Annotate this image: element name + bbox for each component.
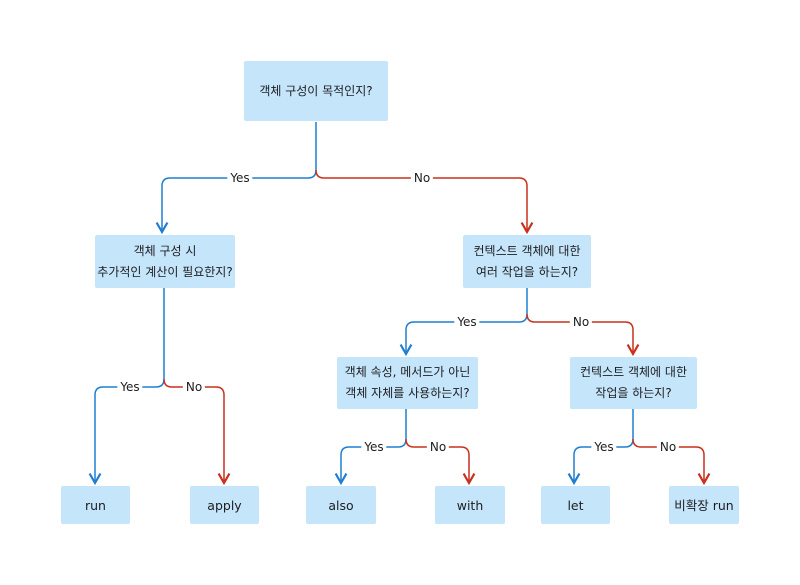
node-q-object-itself: 객체 속성, 메서드가 아닌 객체 자체를 사용하는지?	[337, 357, 478, 409]
edge-label-context-work-no: No	[656, 440, 680, 454]
node-q-compute: 객체 구성 시 추가적인 계산이 필요한지?	[95, 235, 235, 288]
edge-context-multi-no	[526, 313, 640, 357]
edge-label-root-no: No	[410, 171, 434, 185]
edge-root-no	[315, 169, 534, 235]
edge-label-compute-no: No	[182, 380, 206, 394]
node-q-context-multi-line-1: 컨텍스트 객체에 대한	[473, 243, 581, 258]
node-q-context-multi: 컨텍스트 객체에 대한 여러 작업을 하는지?	[463, 235, 591, 288]
edge-label-compute-yes: Yes	[117, 380, 143, 394]
edge-compute-no	[163, 378, 231, 486]
edge-label-context-multi-yes: Yes	[454, 315, 480, 329]
leaf-run-label: run	[85, 497, 106, 513]
node-root: 객체 구성이 목적인지?	[244, 61, 388, 121]
edge-object-itself-no	[405, 438, 476, 486]
node-q-compute-line-2: 추가적인 계산이 필요한지?	[97, 264, 233, 279]
leaf-with: with	[435, 486, 505, 524]
leaf-with-label: with	[456, 497, 484, 513]
leaf-also-label: also	[328, 497, 354, 513]
edge-label-context-multi-no: No	[569, 315, 593, 329]
leaf-also: also	[306, 486, 376, 524]
leaf-apply: apply	[190, 486, 259, 524]
leaf-nonext-run: 비확장 run	[669, 486, 739, 524]
node-q-object-itself-line-1: 객체 속성, 메서드가 아닌	[344, 365, 471, 379]
edge-label-root-yes: Yes	[227, 171, 253, 185]
node-root-line: 객체 구성이 목적인지?	[259, 83, 373, 98]
edge-label-object-itself-yes: Yes	[361, 440, 387, 454]
edge-label-object-itself-no: No	[426, 440, 450, 454]
leaf-apply-label: apply	[207, 497, 242, 513]
leaf-let-label: let	[567, 497, 584, 513]
edge-context-work-no	[632, 438, 711, 486]
node-q-context-work-line-1: 컨텍스트 객체에 대한	[580, 365, 687, 379]
edge-label-context-work-yes: Yes	[591, 440, 617, 454]
node-q-context-multi-line-2: 여러 작업을 하는지?	[475, 264, 579, 279]
leaf-let: let	[541, 486, 610, 524]
node-q-object-itself-line-2: 객체 자체를 사용하는지?	[345, 386, 470, 400]
leaf-run: run	[61, 486, 130, 524]
leaf-nonext-run-label: 비확장 run	[674, 497, 734, 513]
node-q-compute-line-1: 객체 구성 시	[133, 243, 197, 258]
node-q-context-work: 컨텍스트 객체에 대한 작업을 하는지?	[570, 357, 697, 409]
node-q-context-work-line-2: 작업을 하는지?	[595, 386, 672, 400]
